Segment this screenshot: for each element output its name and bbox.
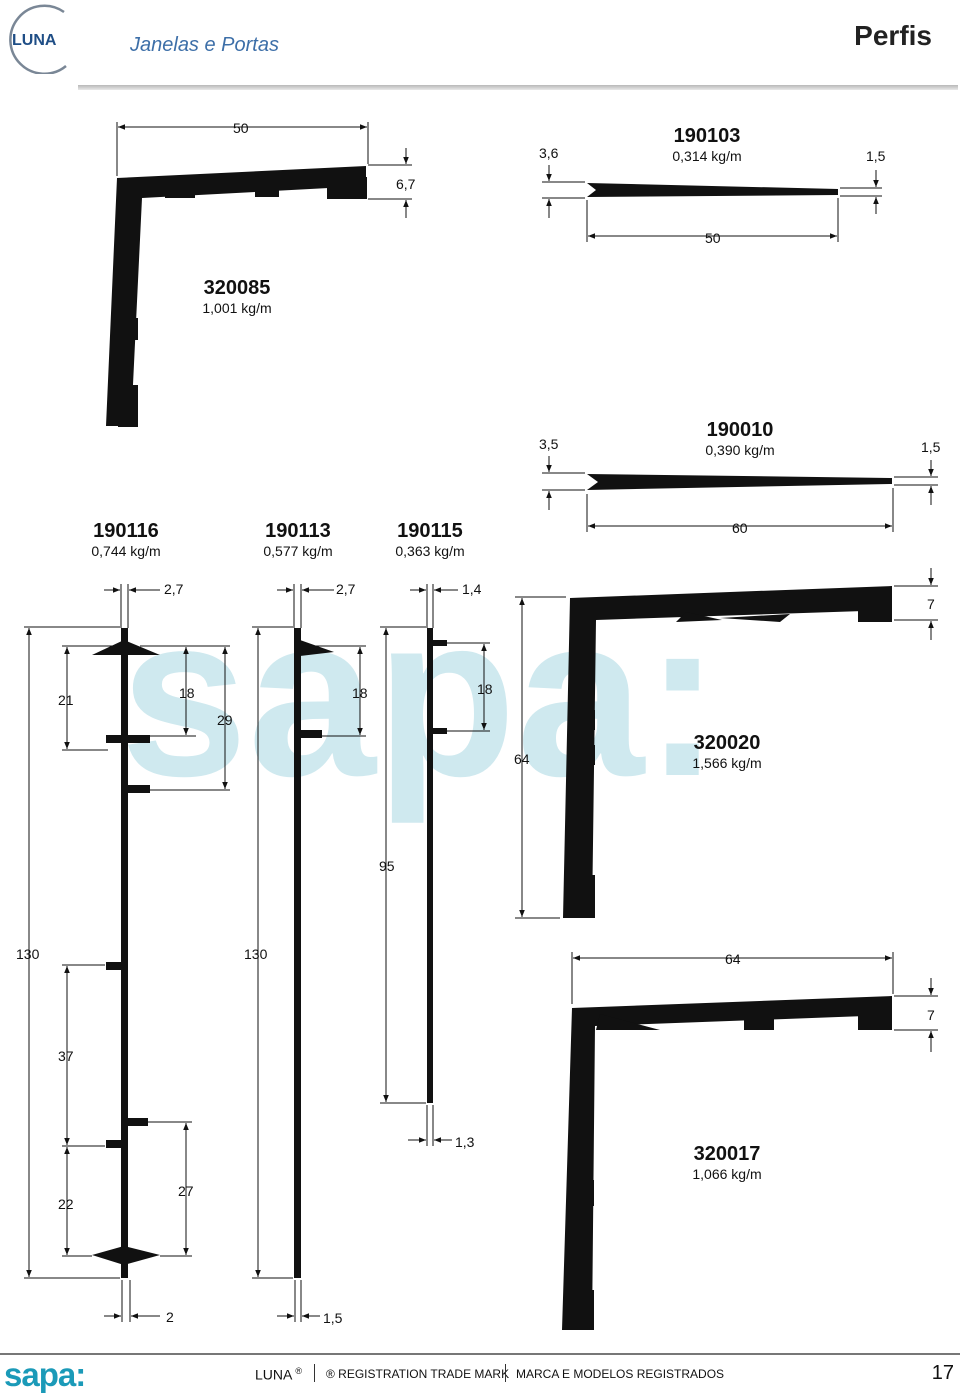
dim-190115-18: 18: [477, 681, 493, 697]
profile-190103-code: 190103: [673, 125, 741, 147]
dim-190116-18: 18: [179, 685, 195, 701]
dim-190113-130: 130: [244, 946, 268, 962]
profile-320020-shape: [563, 586, 892, 918]
profile-190010-code: 190010: [706, 419, 774, 441]
profile-190115-weight: 0,363 kg/m: [395, 543, 465, 559]
page-title: Perfis: [854, 20, 932, 51]
profile-190113-code: 190113: [265, 520, 331, 542]
footer-rule: [0, 1353, 960, 1355]
luna-logo: LUNA: [9, 4, 67, 74]
dim-190103-left: 3,6: [539, 145, 559, 161]
dim-190116-22: 22: [58, 1196, 74, 1212]
profile-320017-code: 320017: [693, 1143, 761, 1165]
profile-190103-shape: [587, 183, 838, 197]
profile-190116-weight: 0,744 kg/m: [91, 543, 161, 559]
profile-190103-weight: 0,314 kg/m: [672, 148, 742, 164]
sapa-logo: sapa:: [4, 1356, 86, 1393]
profile-320017-weight: 1,066 kg/m: [692, 1166, 762, 1182]
profile-320085-weight: 1,001 kg/m: [202, 300, 272, 316]
header-rule: [78, 85, 958, 90]
dim-190010-left: 3,5: [539, 436, 559, 452]
profile-320020-code: 320020: [693, 732, 761, 754]
dim-190116-21: 21: [58, 692, 74, 708]
header-subtitle: Janelas e Portas: [130, 34, 279, 56]
dim-320020-height: 64: [514, 751, 530, 767]
profile-190010-shape: [587, 474, 892, 490]
dim-190103-width: 50: [705, 230, 721, 246]
dim-190115-95: 95: [379, 858, 395, 874]
dim-320017-width: 64: [725, 951, 741, 967]
footer-luna-reg: ®: [295, 1366, 302, 1376]
footer-trademark: ® REGISTRATION TRADE MARK: [326, 1367, 510, 1381]
dim-320020-7: 7: [927, 596, 935, 612]
dim-190115-thickness: 1,4: [462, 581, 482, 597]
profile-320017-shape: [562, 996, 892, 1330]
dim-190115-bottom: 1,3: [455, 1134, 475, 1150]
profile-190113-shape: [294, 628, 334, 1278]
profile-190113-weight: 0,577 kg/m: [263, 543, 333, 559]
profile-190116-shape: [92, 628, 160, 1278]
profile-190115-shape: [427, 628, 447, 1103]
footer-separator: [505, 1364, 506, 1382]
dim-320085-width: 50: [233, 120, 249, 136]
dim-320017-7: 7: [927, 1007, 935, 1023]
logo-wordmark: LUNA: [12, 32, 57, 49]
profile-320020-weight: 1,566 kg/m: [692, 755, 762, 771]
dim-190113-thickness: 2,7: [336, 581, 356, 597]
profile-320085-shape: [106, 166, 367, 427]
dim-190113-bottom: 1,5: [323, 1310, 343, 1326]
dim-320085-height: 6,7: [396, 176, 416, 192]
profile-320085-code: 320085: [203, 277, 271, 299]
page-number: 17: [931, 1362, 954, 1384]
dim-190116-27: 27: [178, 1183, 194, 1199]
dim-190116-37: 37: [58, 1048, 74, 1064]
dim-190113-18: 18: [352, 685, 368, 701]
footer-luna-text: LUNA: [255, 1366, 293, 1383]
dim-190010-right: 1,5: [921, 439, 941, 455]
dim-190010-width: 60: [732, 520, 748, 536]
dim-190116-130: 130: [16, 946, 40, 962]
dim-190116-bottom: 2: [166, 1309, 174, 1325]
dim-190116-thickness: 2,7: [164, 581, 184, 597]
dim-190103-right: 1,5: [866, 148, 886, 164]
profile-190010-weight: 0,390 kg/m: [705, 442, 775, 458]
dim-190116-29: 29: [217, 712, 233, 728]
footer-separator: [314, 1364, 315, 1382]
footer-luna: LUNA®: [255, 1366, 302, 1383]
footer-models: MARCA E MODELOS REGISTRADOS: [516, 1367, 725, 1381]
profile-190115-code: 190115: [397, 520, 463, 542]
profile-190116-code: 190116: [93, 520, 159, 542]
